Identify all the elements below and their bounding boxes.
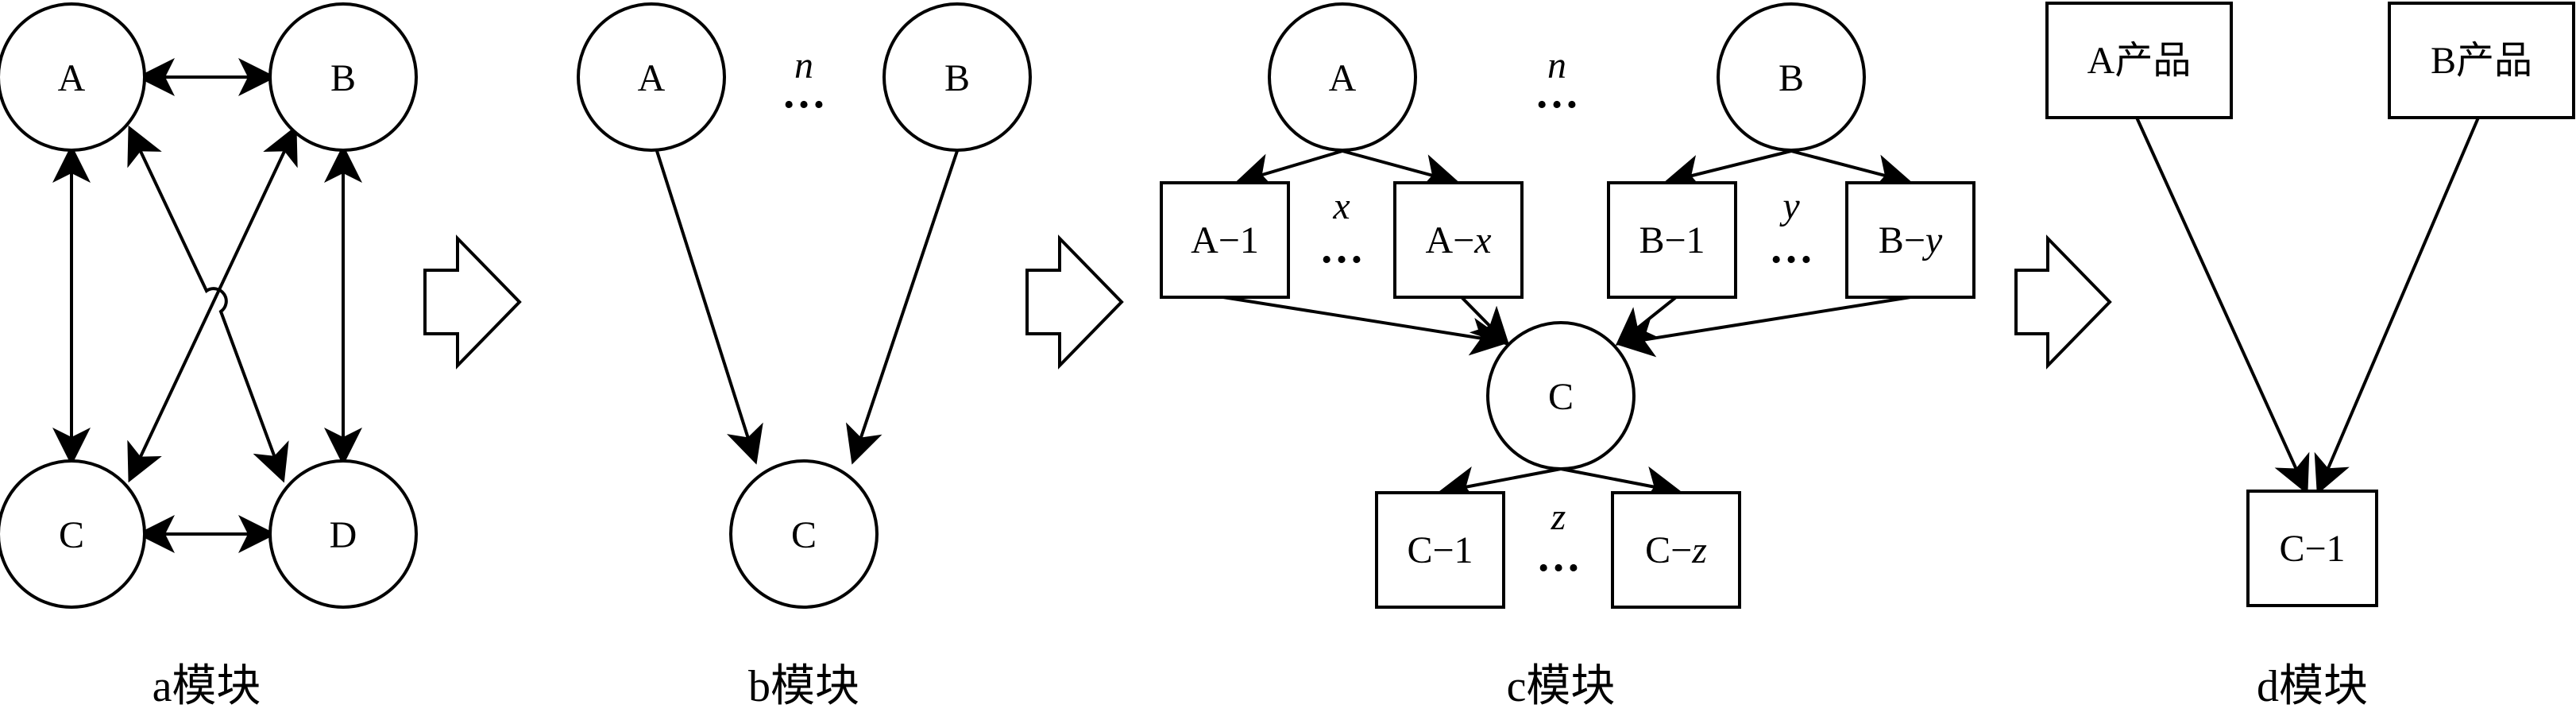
transition-arrow-2 [1025, 234, 1124, 370]
edge-b-b-c [845, 150, 959, 465]
box-b1 [1607, 181, 1737, 299]
panel-c: A B C A−1 A−x B−1 B−y C−1 C−z n … x … y … [1160, 2, 1975, 711]
box-ax-prefix: A− [1425, 219, 1474, 261]
count-y-label: y [1778, 185, 1800, 227]
node-b-b-label: B [944, 57, 970, 99]
panel-a-caption: a模块 [153, 662, 261, 711]
node-c-b-label: B [1778, 57, 1804, 99]
edge-c-b-by [1790, 149, 1913, 192]
node-b-b [882, 2, 1032, 152]
node-c-c [1486, 321, 1636, 470]
panel-d: A产品 B产品 C−1 d模块 [2045, 2, 2575, 711]
edge-d-a-c1 [2135, 117, 2310, 495]
node-a-label: A [58, 57, 86, 99]
box-cz-label: C−z [1645, 529, 1707, 571]
box-by-prefix: B− [1879, 219, 1925, 261]
count-n-label: n [794, 45, 813, 87]
box-a1-label: A−1 [1191, 219, 1259, 261]
node-b-c-label: C [791, 514, 817, 556]
edge-c-by-c [1616, 296, 1911, 358]
edge-a-d [127, 125, 289, 483]
box-cz-prefix: C− [1645, 529, 1692, 571]
node-c-b [1717, 2, 1866, 152]
box-d-b-label: B产品 [2431, 40, 2532, 82]
box-d-a [2045, 2, 2233, 119]
box-c1-label: C−1 [1407, 529, 1473, 571]
edge-c-a-ax [1342, 149, 1460, 192]
node-b [268, 2, 418, 152]
panel-d-caption: d模块 [2257, 662, 2368, 711]
node-c-label: C [59, 514, 84, 556]
node-c-a-label: A [1329, 57, 1357, 99]
node-a [0, 2, 146, 152]
transition-arrow-3 [2014, 234, 2112, 370]
ellipsis: … [782, 68, 826, 118]
edge-c-a1-c [1222, 296, 1509, 356]
edge-c-b-b1 [1663, 149, 1792, 192]
box-b1-label: B−1 [1639, 219, 1705, 261]
node-d-label: D [330, 514, 357, 556]
box-cz [1611, 491, 1741, 609]
transition-arrow-1 [423, 234, 522, 370]
panel-b: A B C n … b模块 [577, 2, 1032, 711]
node-c-c-label: C [1548, 376, 1574, 418]
node-b-label: B [330, 57, 356, 99]
box-by [1845, 181, 1975, 299]
count-n-label-c: n [1547, 45, 1566, 87]
panel-a: A B C D a模块 [0, 2, 418, 711]
box-ax [1393, 181, 1524, 299]
box-d-a-label: A产品 [2087, 40, 2192, 82]
edge-b-a-c [655, 150, 763, 465]
box-cz-var: z [1691, 529, 1707, 571]
box-d-c1-label: C−1 [2279, 528, 2345, 570]
node-b-a-label: A [638, 57, 666, 99]
ellipsis-y: … [1769, 223, 1813, 273]
box-c1 [1375, 491, 1505, 609]
edge-c-c-cz [1560, 466, 1682, 504]
box-a1 [1160, 181, 1290, 299]
panel-c-caption: c模块 [1507, 662, 1616, 711]
node-c [0, 459, 146, 609]
node-b-a [577, 2, 726, 152]
count-x-label: x [1332, 185, 1350, 227]
ellipsis-x: … [1319, 223, 1364, 273]
edge-c-a-a1 [1234, 149, 1343, 191]
box-d-b [2388, 2, 2575, 119]
panel-b-caption: b模块 [748, 662, 859, 711]
box-ax-label: A−x [1425, 219, 1491, 261]
ellipsis-n: … [1535, 68, 1579, 118]
box-by-var: y [1921, 219, 1943, 261]
node-b-c [729, 459, 879, 609]
edge-c-ax-c [1460, 296, 1510, 346]
edge-d-b-c1 [2314, 117, 2480, 495]
box-d-c1 [2246, 490, 2378, 607]
box-ax-var: x [1473, 219, 1491, 261]
ellipsis-z: … [1536, 532, 1581, 581]
edge-c-c-c1 [1438, 466, 1562, 505]
node-c-a [1268, 2, 1417, 152]
node-d [268, 459, 418, 609]
box-by-label: B−y [1879, 219, 1943, 261]
count-z-label: z [1551, 496, 1566, 538]
